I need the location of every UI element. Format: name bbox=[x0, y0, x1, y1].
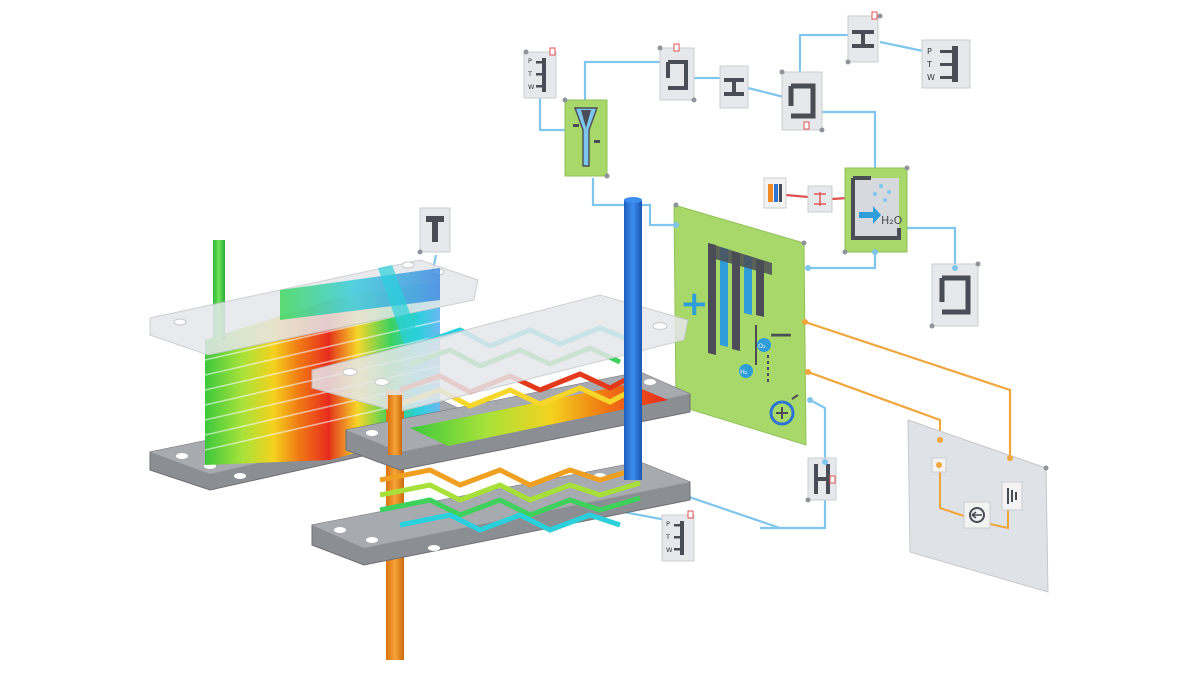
sensor-ptw-icon bbox=[536, 58, 546, 92]
connection-hx-node1 bbox=[583, 60, 662, 105]
pipe-node-icon bbox=[788, 83, 816, 119]
connection-valve2-sensor2 bbox=[879, 40, 929, 54]
sensor-label-t: T bbox=[926, 60, 932, 69]
valve-icon bbox=[852, 30, 874, 48]
power-supply-panel[interactable] bbox=[907, 419, 1049, 593]
terminal-icon bbox=[931, 457, 947, 473]
sensor-label-t: T bbox=[665, 533, 670, 541]
battery-block[interactable] bbox=[763, 177, 787, 209]
sensor-label-p: P bbox=[666, 520, 670, 528]
pipe-node-right[interactable] bbox=[931, 263, 979, 327]
connection-node2-separator bbox=[818, 110, 877, 172]
temperature-sensor-icon bbox=[426, 216, 444, 242]
connection-valve-node2 bbox=[747, 86, 789, 100]
flow-sensor-block[interactable] bbox=[807, 185, 833, 213]
connection-pump-loop bbox=[760, 498, 827, 530]
sensor-label-w: W bbox=[927, 73, 935, 82]
label-plus: + bbox=[680, 284, 709, 324]
valve-top-1[interactable] bbox=[719, 65, 749, 109]
label-h2: H₂ bbox=[740, 368, 748, 376]
sensor-label-p: P bbox=[528, 57, 532, 65]
sensor-ptw-top-right[interactable]: P T W bbox=[921, 39, 971, 89]
pipe-node-icon bbox=[666, 60, 688, 90]
right-electrolyzer-stack-3d bbox=[311, 197, 691, 660]
sensor-label-w: W bbox=[666, 546, 673, 554]
valve-right-lower[interactable] bbox=[807, 457, 837, 501]
valve-top-2[interactable] bbox=[847, 11, 879, 63]
ground-icon bbox=[1001, 481, 1023, 511]
sensor-ptw-icon bbox=[674, 521, 684, 555]
connection-node2-valve2 bbox=[798, 33, 848, 72]
valve-icon bbox=[814, 464, 830, 494]
current-source-icon bbox=[963, 501, 991, 529]
sensor-label-t: T bbox=[527, 70, 532, 78]
pipe-node-top[interactable] bbox=[659, 43, 695, 101]
separator-icon: H₂O bbox=[851, 176, 903, 240]
port-markers bbox=[802, 319, 1013, 461]
heat-exchanger-icon bbox=[573, 107, 600, 167]
orange-electrical-connections bbox=[804, 320, 1012, 458]
label-minus: — bbox=[770, 322, 792, 347]
pipe-node-icon bbox=[939, 275, 971, 315]
wire-stack-plus bbox=[804, 320, 1012, 458]
separator-block[interactable]: H₂O bbox=[844, 167, 908, 253]
connection-stack-pump bbox=[809, 399, 827, 462]
sensor-label-w: W bbox=[528, 83, 535, 91]
valve-icon bbox=[724, 78, 744, 96]
label-h2o: H₂O bbox=[881, 214, 903, 227]
electrolyzer-icon: + — O₂ H₂ bbox=[680, 243, 799, 426]
sensor-ptw-bottom[interactable]: P T W bbox=[661, 510, 695, 562]
heat-exchanger-block[interactable] bbox=[564, 99, 608, 177]
sensor-ptw-icon bbox=[940, 46, 958, 82]
sensor-label-p: P bbox=[927, 47, 932, 56]
right-stack-lower-channels bbox=[379, 465, 641, 533]
temperature-sensor-left[interactable] bbox=[419, 207, 451, 253]
connection-hx-stack bbox=[591, 178, 676, 227]
connection-separator-outlet bbox=[905, 226, 957, 268]
flow-sensor-icon bbox=[814, 192, 826, 206]
pump-icon bbox=[769, 394, 799, 426]
electrolyzer-block[interactable]: + — O₂ H₂ bbox=[673, 204, 807, 446]
pipe-node-middle[interactable] bbox=[781, 71, 823, 131]
connector-dots bbox=[417, 13, 1049, 503]
sensor-ptw-top-left[interactable]: P T W bbox=[523, 47, 557, 99]
blue-port-markers bbox=[673, 222, 958, 465]
battery-icon bbox=[768, 184, 782, 202]
label-o2: O₂ bbox=[758, 342, 766, 350]
connection-separator-stack bbox=[808, 252, 877, 270]
